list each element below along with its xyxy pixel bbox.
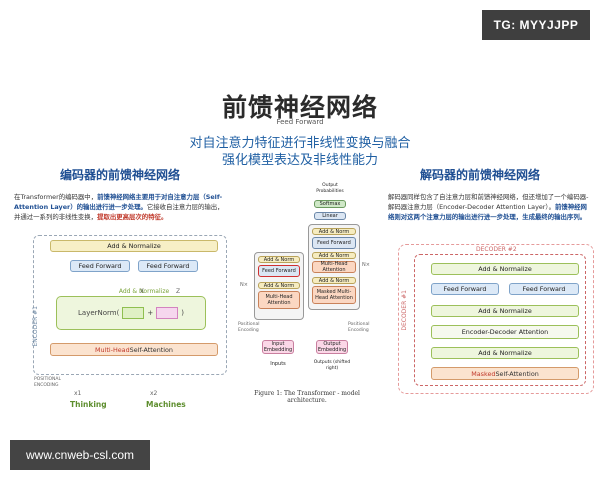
tf-nx-right: N× bbox=[362, 262, 370, 268]
token-machines: Machines bbox=[146, 400, 186, 409]
encoder-description: 在Transformer的编码器中，前馈神经网络主要用于对自注意力层（Self-… bbox=[14, 192, 228, 222]
tf-pos-enc-right: Positional Encoding bbox=[348, 322, 370, 333]
tf-nx-left: N× bbox=[240, 282, 248, 288]
enc-feed-forward-left: Feed Forward bbox=[70, 260, 130, 272]
dec-add-norm-1: Add & Normalize bbox=[431, 263, 579, 275]
tagline-line2: 强化模型表达及非线性能力 bbox=[221, 153, 378, 168]
page-subtitle: Feed Forward bbox=[276, 118, 324, 126]
tf-output-embedding: Output Embedding bbox=[316, 340, 348, 354]
encoder-diagram: ENCODER #1 Add & Normalize Feed Forward … bbox=[32, 235, 227, 375]
enc-z-label: Z bbox=[176, 288, 181, 295]
tf-enc-mha: Multi-Head Attention bbox=[258, 291, 300, 309]
dec-masked-self-attention: Masked Self-Attention bbox=[431, 367, 579, 380]
tf-enc-add-norm-2: Add & Norm bbox=[258, 282, 300, 289]
tf-inputs: Inputs bbox=[270, 361, 286, 367]
tg-watermark: TG: MYYJJPP bbox=[482, 10, 590, 40]
enc-feed-forward-right: Feed Forward bbox=[138, 260, 198, 272]
dec-feed-forward-left: Feed Forward bbox=[431, 283, 499, 295]
enc-layernorm-label: LayerNorm( bbox=[78, 309, 120, 317]
enc-self-attention-prefix: Multi-Head bbox=[95, 345, 130, 354]
encoder-desc-b: 前馈神经网络主要用于对自注意力层（Self-Attention Layer）的输… bbox=[14, 193, 223, 211]
dec-masked-prefix: Masked bbox=[471, 369, 496, 378]
decoder-diagram: Add & Normalize Feed Forward Feed Forwar… bbox=[414, 254, 586, 386]
decoder-desc-a: 解码器同样包含了自注意力层和前馈神经网络，但还增加了一个编码器-解码器注意力层（… bbox=[388, 193, 589, 211]
encoder-section-title: 编码器的前馈神经网络 bbox=[60, 168, 181, 182]
enc-layernorm-close: ) bbox=[181, 309, 184, 317]
tf-enc-feed-forward: Feed Forward bbox=[258, 265, 300, 277]
dec-masked-suffix: Self-Attention bbox=[495, 369, 539, 378]
token-thinking: Thinking bbox=[70, 400, 107, 409]
encoder-desc-a: 在Transformer的编码器中， bbox=[14, 193, 98, 201]
enc-add-norm-mid: Add & Normalize bbox=[118, 287, 170, 295]
dec-add-norm-2: Add & Normalize bbox=[431, 305, 579, 317]
tf-dec-add-norm-1: Add & Norm bbox=[312, 228, 356, 235]
tf-dec-add-norm-3: Add & Norm bbox=[312, 277, 356, 284]
decoder-1-side-label: DECODER #1 bbox=[401, 290, 408, 331]
page-title: 前馈神经网络 bbox=[221, 93, 378, 122]
tf-input-embedding: Input Embedding bbox=[262, 340, 294, 354]
enc-z-vector bbox=[156, 307, 179, 319]
enc-x1-label: x1 bbox=[74, 390, 82, 397]
tf-output-probs: Output Probabilities bbox=[316, 183, 344, 194]
enc-self-attention-suffix: Self-Attention bbox=[129, 345, 173, 354]
dec-feed-forward-right: Feed Forward bbox=[509, 283, 579, 295]
tf-softmax: Softmax bbox=[314, 200, 346, 208]
dec-add-norm-3: Add & Normalize bbox=[431, 347, 579, 359]
dec-encoder-decoder-attention: Encoder-Decoder Attention bbox=[431, 325, 579, 339]
tagline-line1: 对自注意力特征进行非线性变换与融合 bbox=[189, 136, 411, 151]
tf-dec-masked-mha: Masked Multi-Head Attention bbox=[312, 286, 356, 304]
tf-dec-add-norm-2: Add & Norm bbox=[312, 252, 356, 259]
encoder-desc-d: 提取出更高层次的特征。 bbox=[97, 213, 168, 221]
tf-outputs: Outputs (shifted right) bbox=[313, 360, 351, 371]
decoder-2-tag: DECODER #2 bbox=[476, 246, 517, 253]
decoder-description: 解码器同样包含了自注意力层和前馈神经网络，但还增加了一个编码器-解码器注意力层（… bbox=[388, 192, 592, 222]
tf-dec-feed-forward: Feed Forward bbox=[312, 237, 356, 249]
enc-add-norm-top: Add & Normalize bbox=[50, 240, 218, 252]
enc-x-label: X bbox=[140, 288, 145, 295]
encoder-desc-c: 它接收自注意力层的输出，并通过一系列的非线性变换， bbox=[14, 203, 224, 221]
encoder-side-label: ENCODER #1 bbox=[32, 306, 39, 347]
decoder-outer-frame bbox=[398, 244, 594, 394]
enc-self-attention: Multi-Head Self-Attention bbox=[50, 343, 218, 356]
decoder-section-title: 解码器的前馈神经网络 bbox=[420, 168, 541, 182]
enc-layernorm-block: LayerNorm( + ) bbox=[56, 296, 206, 330]
transformer-caption: Figure 1: The Transformer - model archit… bbox=[254, 390, 360, 404]
site-watermark: www.cnweb-csl.com bbox=[10, 440, 150, 470]
tf-pos-enc-left: Positional Encoding bbox=[238, 322, 260, 333]
enc-x2-label: x2 bbox=[150, 390, 158, 397]
tf-dec-mha: Multi-Head Attention bbox=[312, 261, 356, 273]
enc-positional-label: POSITIONAL ENCODING bbox=[34, 377, 62, 388]
decoder-desc-b: 前馈神经网络则对这两个注意力层的输出进行进一步处理，生成最终的输出序列。 bbox=[388, 203, 587, 221]
transformer-diagram: Output Probabilities Softmax Linear Add … bbox=[238, 182, 376, 382]
tf-linear: Linear bbox=[314, 212, 346, 220]
tf-enc-add-norm-1: Add & Norm bbox=[258, 256, 300, 263]
enc-x-vector bbox=[122, 307, 145, 319]
